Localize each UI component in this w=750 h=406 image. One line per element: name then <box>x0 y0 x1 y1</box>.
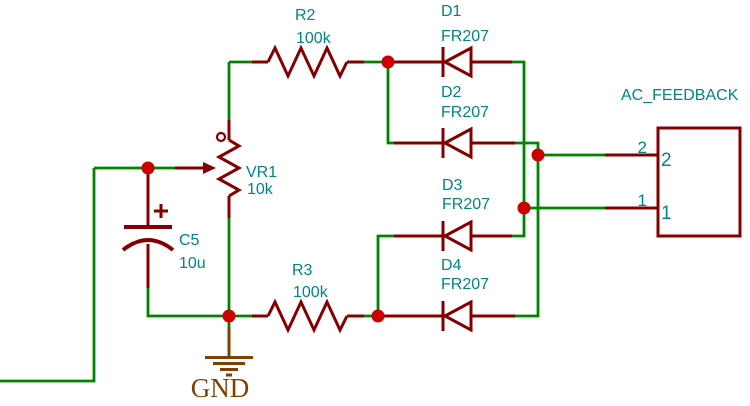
ground-symbol[interactable]: GND <box>191 316 253 403</box>
pot-wiper-arrow-icon <box>203 162 216 174</box>
component-value[interactable]: 10k <box>247 181 274 198</box>
wire[interactable] <box>0 168 96 383</box>
component-ref[interactable]: D3 <box>442 177 463 194</box>
diode-triangle <box>441 126 473 160</box>
wire[interactable] <box>512 60 526 208</box>
component-value[interactable]: 100k <box>296 30 332 47</box>
component-value[interactable]: 10u <box>179 255 206 272</box>
gnd-label[interactable]: GND <box>191 373 250 403</box>
component-ref[interactable]: R3 <box>292 262 313 279</box>
resistor-r3[interactable]: R3 100k <box>252 262 364 334</box>
component-value[interactable]: FR207 <box>441 28 489 45</box>
connector-ac-feedback[interactable]: AC_FEEDBACK 2 2 1 1 <box>605 87 742 238</box>
pot-body <box>215 138 243 198</box>
resistor-body <box>266 44 349 80</box>
wires <box>0 60 605 383</box>
resistor-body <box>266 298 349 334</box>
component-ref[interactable]: D4 <box>441 257 462 274</box>
diode-triangle <box>441 219 473 253</box>
component-value[interactable]: FR207 <box>441 104 489 121</box>
pin-number-outside: 1 <box>638 191 647 210</box>
connector-body <box>656 126 742 238</box>
capacitor-c5[interactable]: C5 10u <box>121 174 206 288</box>
plus-sign-icon <box>154 204 168 218</box>
diode-d3[interactable]: D3 FR207 <box>394 177 512 253</box>
resistor-r2[interactable]: R2 100k <box>252 7 364 80</box>
pin-number-inside: 1 <box>661 203 672 224</box>
potentiometer-vr1[interactable]: VR1 10k <box>175 120 277 218</box>
component-ref[interactable]: D1 <box>441 3 462 20</box>
connector-name[interactable]: AC_FEEDBACK <box>621 87 739 104</box>
pot-top-marker <box>215 131 227 143</box>
junction-dot <box>531 148 545 162</box>
junctions <box>141 55 545 323</box>
pin-number-outside: 2 <box>638 138 647 157</box>
wire[interactable] <box>376 234 394 316</box>
wire[interactable] <box>386 62 394 145</box>
junction-dot <box>517 201 531 215</box>
diode-triangle <box>441 45 473 79</box>
junction-dot <box>141 161 155 175</box>
wire[interactable] <box>512 208 526 238</box>
component-ref[interactable]: VR1 <box>246 164 277 181</box>
pin-number-inside: 2 <box>661 150 672 171</box>
junction-dot <box>371 309 385 323</box>
wire[interactable] <box>146 288 229 318</box>
junction-dot <box>222 309 236 323</box>
component-ref[interactable]: C5 <box>179 232 200 249</box>
component-ref[interactable]: D2 <box>441 84 462 101</box>
component-ref[interactable]: R2 <box>295 7 316 24</box>
cap-plate-bottom <box>121 238 175 252</box>
diode-triangle <box>441 299 473 333</box>
junction-dot <box>381 55 395 69</box>
component-value[interactable]: FR207 <box>442 196 490 213</box>
diode-d2[interactable]: D2 FR207 <box>394 84 515 160</box>
diode-d1[interactable]: D1 FR207 <box>394 3 512 79</box>
component-value[interactable]: FR207 <box>441 276 489 293</box>
component-value[interactable]: 100k <box>293 284 329 301</box>
diode-d4[interactable]: D4 FR207 <box>384 257 515 333</box>
